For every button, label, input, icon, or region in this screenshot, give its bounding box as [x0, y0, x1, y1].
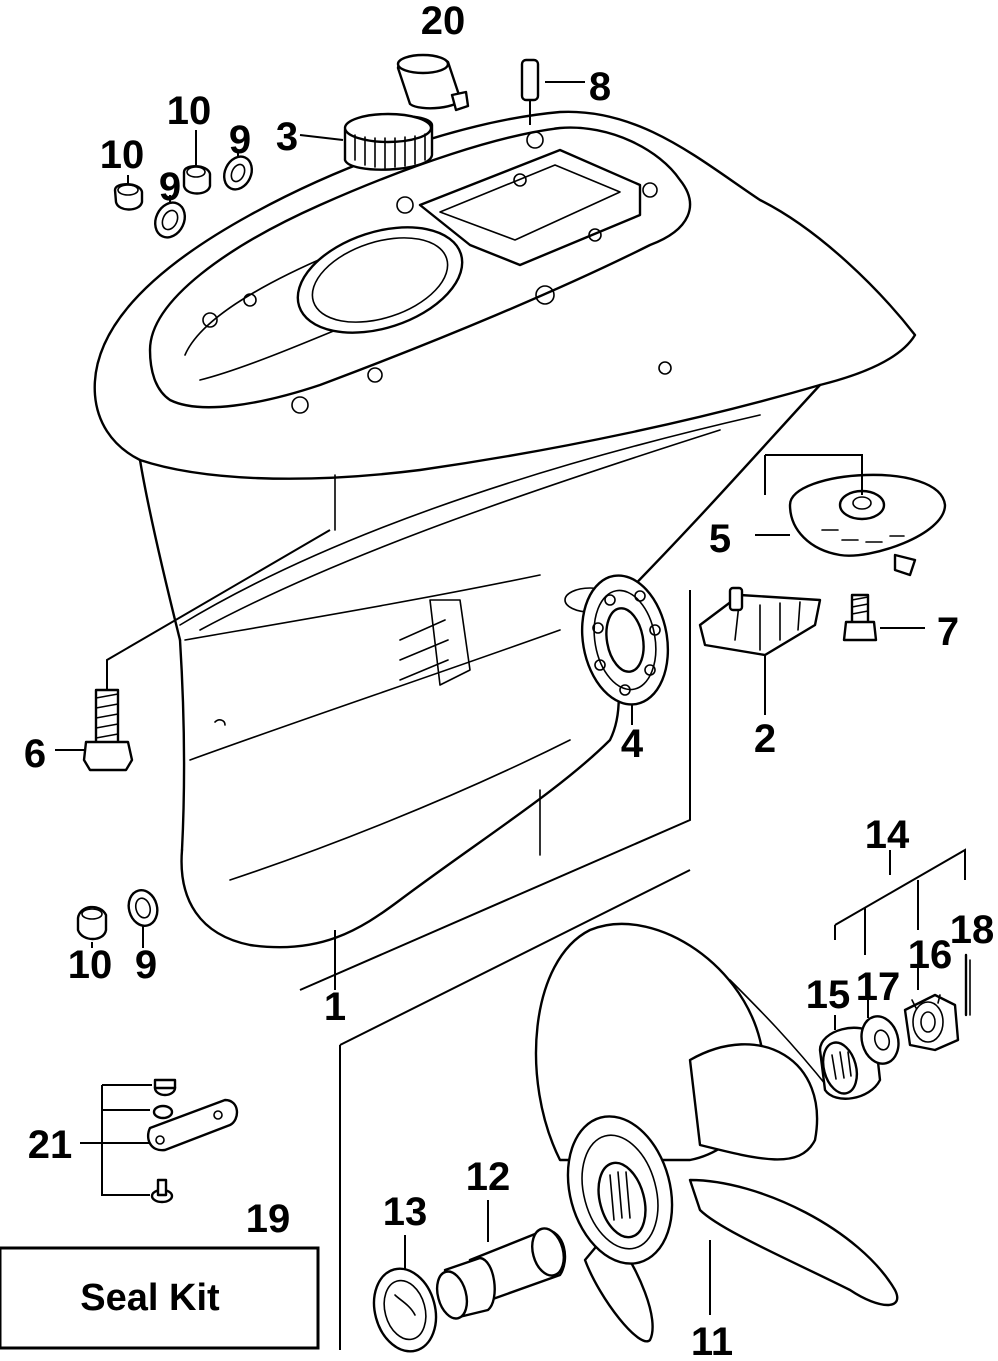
part-10-nut-top-left — [113, 175, 144, 211]
callout-20: 20 — [421, 0, 466, 43]
part-7-screw — [842, 593, 925, 642]
part-1-leader — [299, 590, 691, 1350]
callout-14: 14 — [865, 813, 910, 857]
part-18-cotter-pin — [964, 953, 971, 1017]
part-4-ball-bearing — [580, 574, 670, 725]
part-3-needle-bearing — [299, 112, 434, 171]
callout-2: 2 — [754, 717, 776, 761]
seal-kit-box: Seal Kit — [0, 1246, 320, 1350]
part-10-nut-top-right — [182, 130, 212, 195]
part-12-thrust-hub — [435, 1200, 567, 1320]
callout-12: 12 — [466, 1155, 511, 1199]
part-6-bolt — [55, 529, 331, 772]
part-8-dowel-pin — [520, 58, 585, 125]
callout-6: 6 — [24, 732, 46, 776]
callout-21: 21 — [28, 1123, 73, 1167]
callout-15: 15 — [806, 973, 851, 1017]
part-2-anode — [698, 586, 822, 715]
seal-kit-label: Seal Kit — [80, 1277, 220, 1319]
part-14-prop-nut-kit — [834, 848, 966, 955]
part-11-propeller — [534, 922, 899, 1343]
callout-19: 19 — [246, 1197, 291, 1241]
callout-17: 17 — [856, 965, 901, 1009]
callout-labels: 20 8 10 3 10 9 9 5 7 6 4 2 14 18 16 10 9… — [24, 0, 994, 1361]
callout-9-b: 9 — [159, 165, 181, 209]
callout-1: 1 — [324, 985, 346, 1029]
part-5-trim-tab — [755, 454, 947, 577]
callout-5: 5 — [709, 517, 731, 561]
callout-9-a: 9 — [229, 118, 251, 162]
callout-10-b: 10 — [100, 133, 145, 177]
callout-7: 7 — [937, 610, 959, 654]
callout-4: 4 — [621, 722, 644, 766]
part-9-washer-bottom — [127, 889, 159, 948]
part-20-sleeve — [396, 53, 470, 112]
part-9-washer-top-left — [154, 195, 186, 239]
callout-8: 8 — [589, 65, 611, 109]
callout-10-c: 10 — [68, 943, 113, 987]
part-10-nut-bottom — [76, 905, 108, 948]
callout-16: 16 — [908, 933, 953, 977]
callout-11: 11 — [691, 1320, 733, 1361]
callout-3: 3 — [276, 115, 298, 159]
gearcase-housing — [93, 110, 917, 949]
part-13-seal — [372, 1235, 438, 1353]
callout-10-a: 10 — [167, 89, 212, 133]
part-16-castle-nut — [903, 965, 960, 1052]
callout-9-c: 9 — [135, 943, 157, 987]
part-17-washer — [860, 1000, 900, 1065]
callout-18: 18 — [950, 908, 995, 952]
part-9-washer-top-right — [223, 150, 253, 191]
part-21-anode-plate — [80, 1078, 239, 1204]
callout-13: 13 — [383, 1190, 428, 1234]
